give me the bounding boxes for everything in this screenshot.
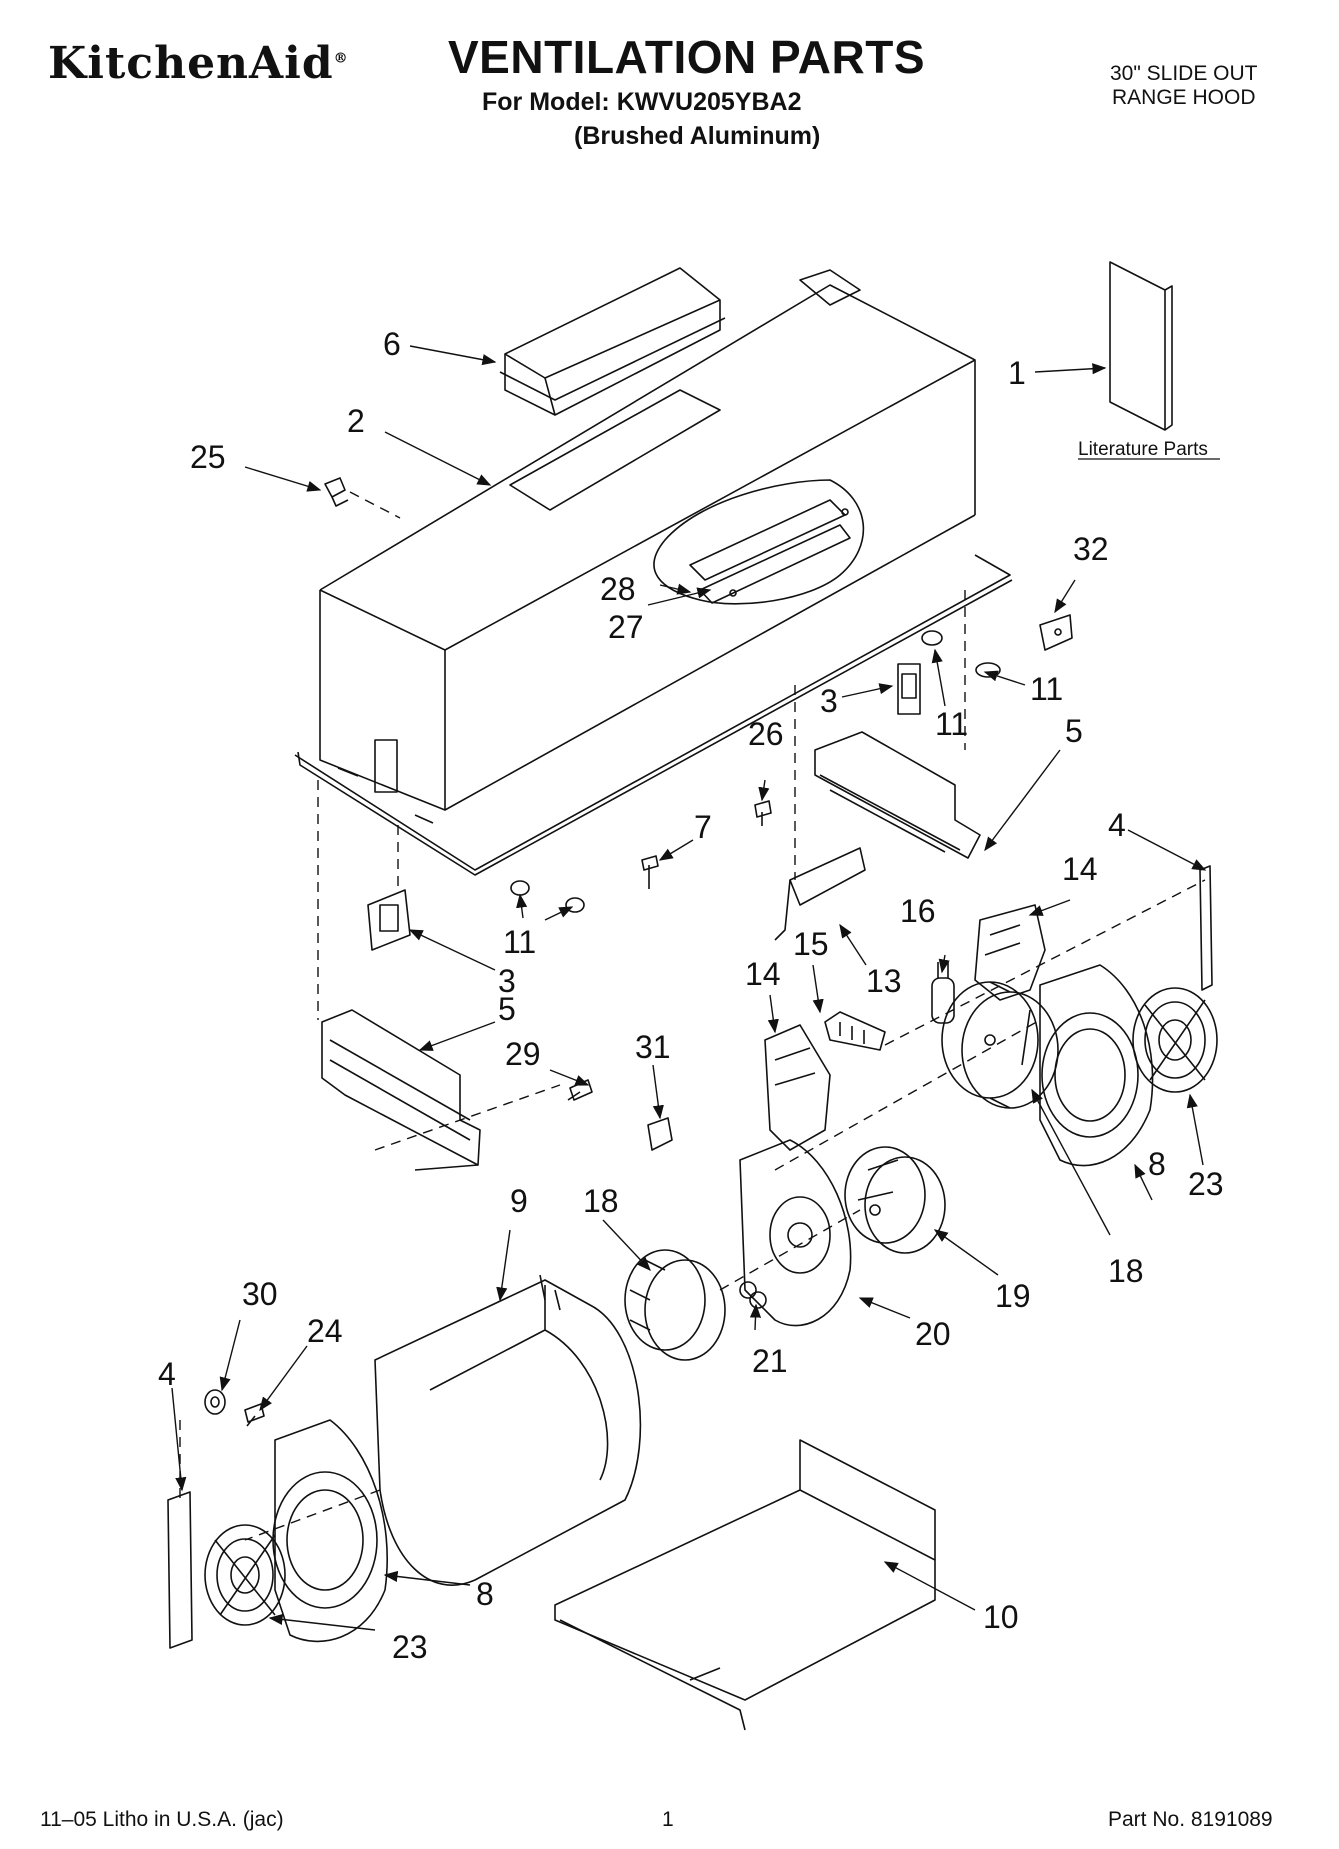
part-blower-housing-right [1039, 964, 1154, 1167]
product-line-2: RANGE HOOD [1112, 86, 1256, 109]
product-description: 30" SLIDE OUT RANGE HOOD [1110, 62, 1258, 110]
callout-25: 25 [190, 439, 226, 475]
part-terminal-block [824, 1011, 886, 1051]
part-filter-tray [554, 1439, 936, 1731]
part-duct-connector [499, 267, 726, 416]
part-motor-cover-left [764, 1024, 831, 1151]
part-washer [204, 1389, 226, 1415]
brand-name: KitchenAid [48, 38, 334, 89]
callout-26: 26 [748, 716, 784, 752]
part-nut [739, 1281, 767, 1309]
callout-30: 30 [242, 1276, 278, 1312]
part-blower-housing-left [272, 1419, 389, 1643]
callout-5-left: 5 [498, 991, 516, 1027]
finish-line: (Brushed Aluminum) [574, 122, 821, 150]
part-small-clip [647, 1117, 673, 1151]
callout-27: 27 [608, 609, 644, 645]
brand-logo: KitchenAid® [48, 38, 349, 89]
callout-7: 7 [694, 809, 712, 845]
callout-5-right: 5 [1065, 713, 1083, 749]
callout-leaders [171, 345, 1207, 1631]
callout-10: 10 [983, 1599, 1019, 1635]
page-number: 1 [662, 1808, 674, 1831]
part-bracket [774, 847, 866, 941]
callout-28: 28 [600, 571, 636, 607]
part-clip [324, 477, 349, 507]
callout-3-left: 3 [498, 963, 516, 999]
callout-29: 29 [505, 1036, 541, 1072]
part-blower-wheel-right [941, 981, 1059, 1109]
part-blower-wheel-left [624, 1249, 726, 1361]
part-fan-guard-right [1132, 987, 1218, 1093]
callout-18-left: 18 [583, 1183, 619, 1219]
part-channel-left [321, 1009, 481, 1171]
callout-2: 2 [347, 403, 365, 439]
literature-parts-label: Literature Parts [1078, 439, 1208, 460]
callout-14-right: 14 [1062, 851, 1098, 887]
callout-23-left: 23 [392, 1629, 428, 1665]
callout-13: 13 [866, 963, 902, 999]
part-literature [1109, 261, 1173, 431]
part-hood-body [294, 269, 1013, 876]
callout-8-left: 8 [476, 1576, 494, 1612]
callout-15: 15 [793, 926, 829, 962]
part-capacitor [931, 962, 955, 1024]
callout-9: 9 [510, 1183, 528, 1219]
callout-4-right: 4 [1108, 807, 1126, 843]
callout-11-left: 11 [503, 924, 536, 960]
part-motor-cover-right [974, 904, 1046, 1001]
callout-8-right: 8 [1148, 1146, 1166, 1182]
page-title: VENTILATION PARTS [448, 31, 926, 83]
callout-11-right: 11 [1030, 671, 1063, 707]
part-blower-duct [374, 1274, 642, 1586]
part-number: Part No. 8191089 [1108, 1808, 1273, 1831]
callout-1: 1 [1008, 355, 1026, 391]
part-mounting-strip-left [167, 1491, 193, 1649]
callout-18-right: 18 [1108, 1253, 1144, 1289]
callout-24: 24 [307, 1313, 343, 1349]
part-channel-right [814, 731, 981, 859]
callout-31: 31 [635, 1029, 671, 1065]
callout-32: 32 [1073, 531, 1109, 567]
part-motor [844, 1146, 946, 1254]
part-switch-left [367, 889, 411, 951]
callout-23-right: 23 [1188, 1166, 1224, 1202]
brand-mark: ® [333, 50, 349, 67]
callout-14-left: 14 [745, 956, 781, 992]
callout-11-top: 11 [935, 706, 968, 742]
assembly-lines [179, 491, 1206, 1541]
callout-4-left: 4 [158, 1356, 176, 1392]
callout-19: 19 [995, 1278, 1031, 1314]
part-small-bracket [1039, 614, 1073, 651]
callout-numbers: 1 2 3 3 4 4 5 5 6 7 8 8 9 10 11 11 11 13… [158, 326, 1224, 1665]
callout-21: 21 [752, 1343, 788, 1379]
model-line: For Model: KWVU205YBA2 [482, 88, 802, 116]
part-screws [244, 800, 772, 1427]
part-fan-guard-left [204, 1524, 286, 1626]
callout-20: 20 [915, 1316, 951, 1352]
part-mounting-strip-right [1199, 865, 1213, 991]
callout-16: 16 [900, 893, 936, 929]
part-motor-plate [739, 1139, 852, 1327]
part-knobs [510, 630, 1001, 913]
callout-3-right: 3 [820, 683, 838, 719]
litho-info: 11–05 Litho in U.S.A. (jac) [40, 1808, 284, 1831]
product-line-1: 30" SLIDE OUT [1110, 62, 1258, 85]
part-switch-right [897, 663, 921, 715]
callout-6: 6 [383, 326, 401, 362]
